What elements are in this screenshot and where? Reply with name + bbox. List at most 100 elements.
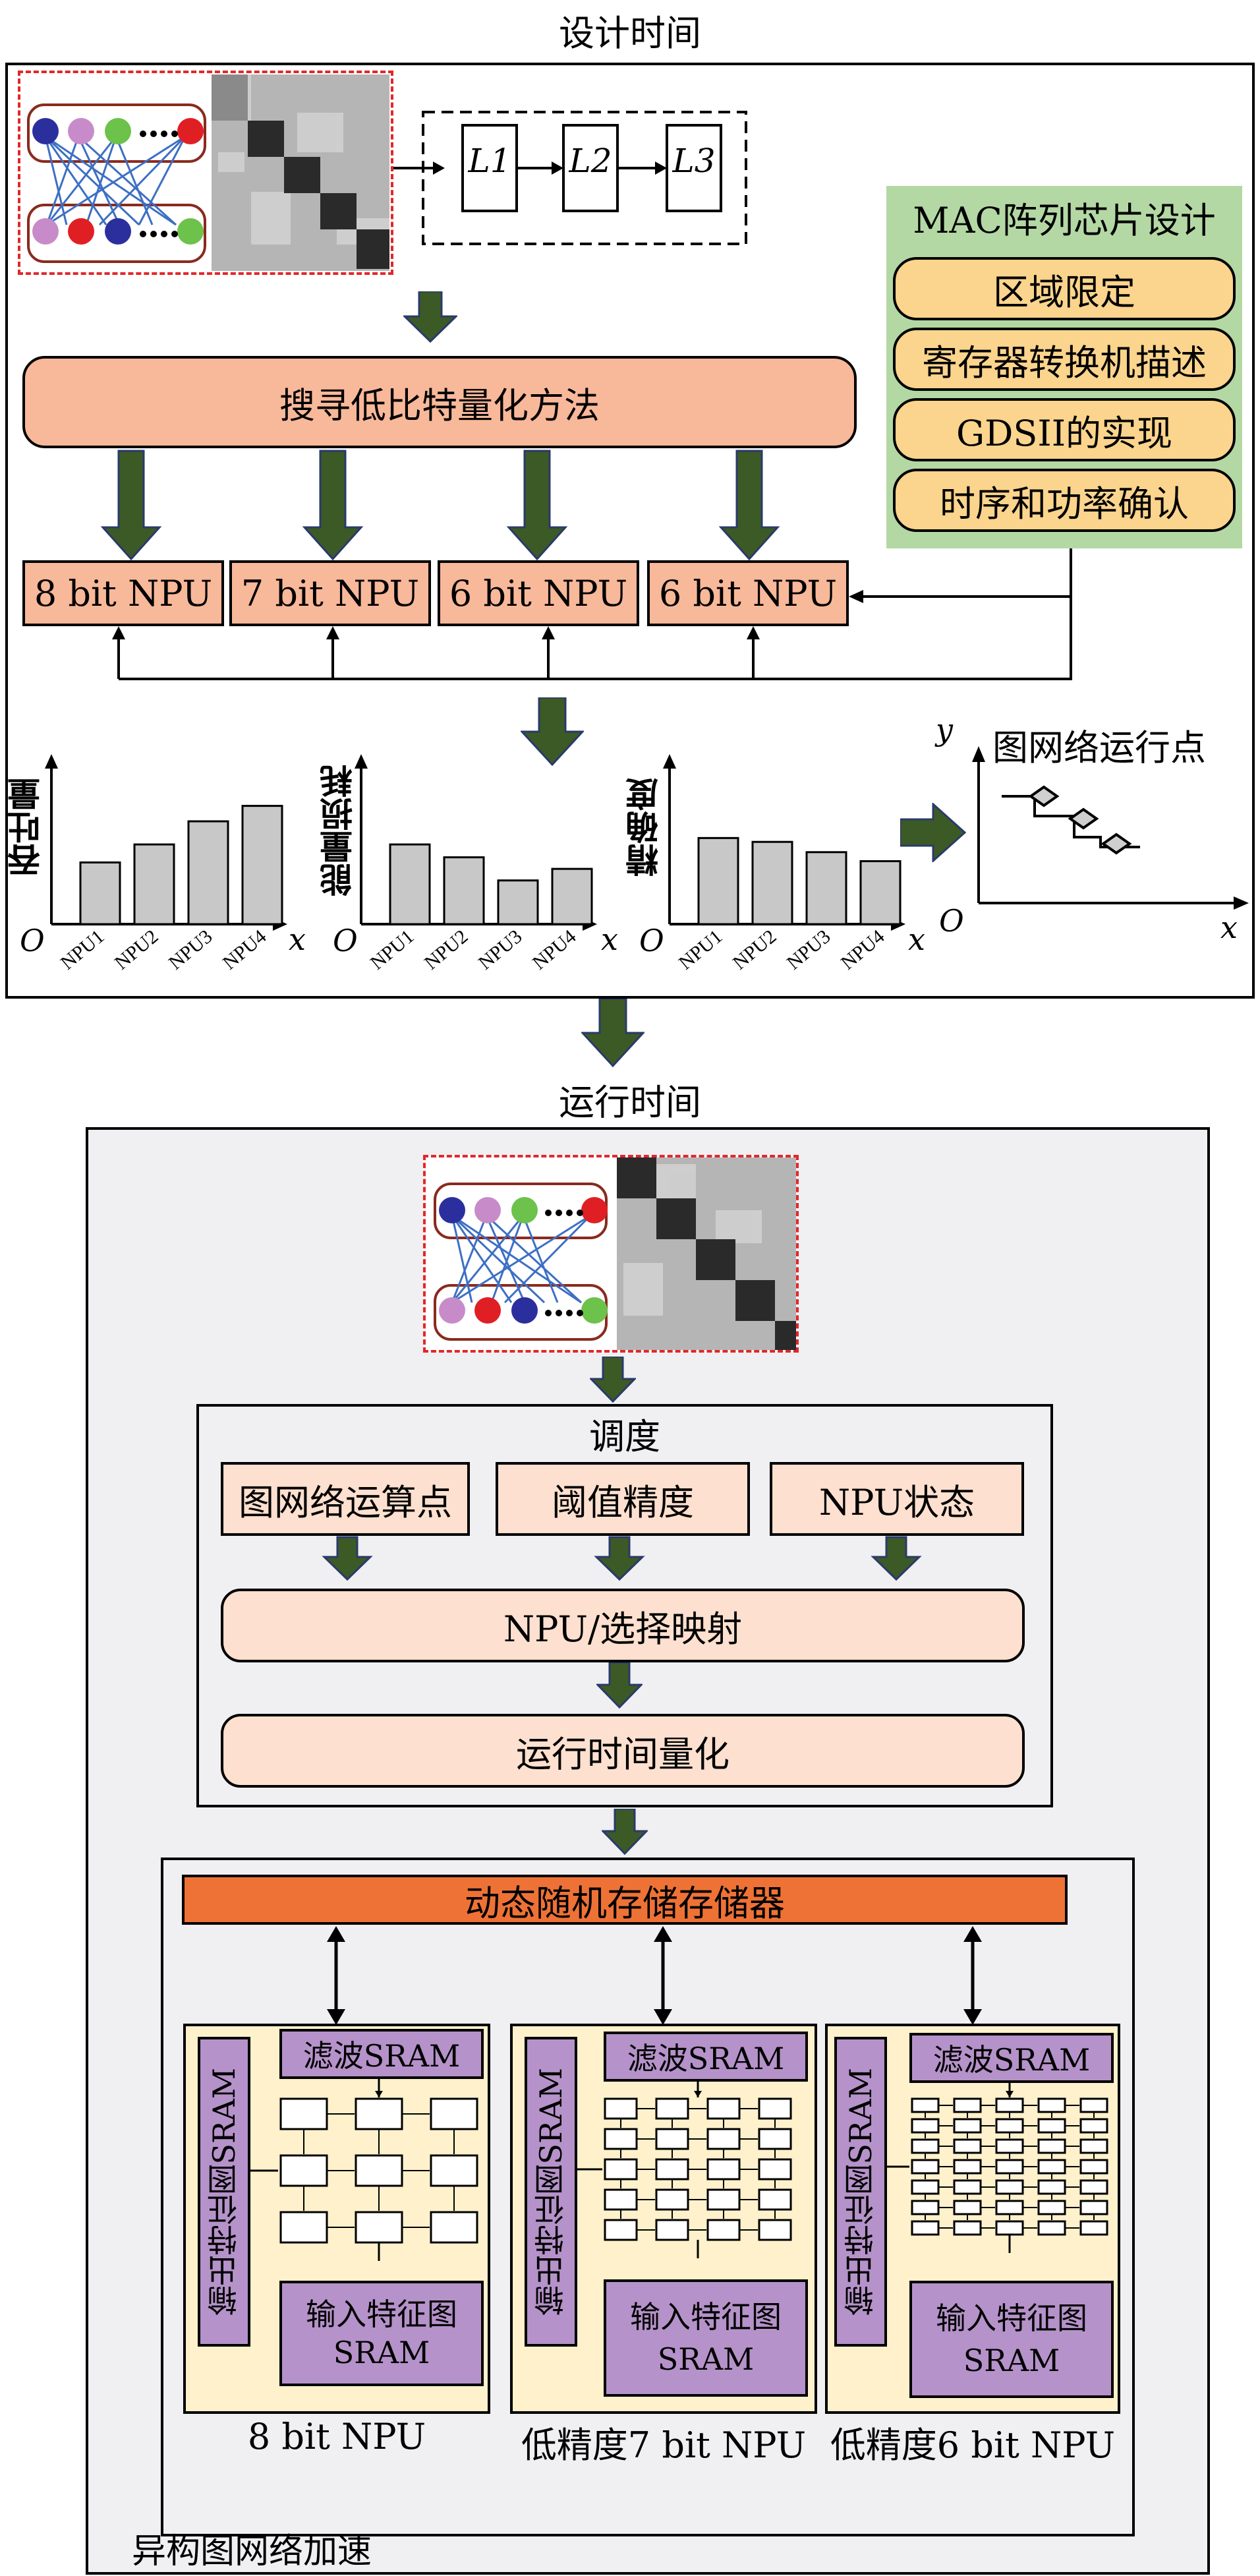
mac-cell (1079, 2097, 1108, 2113)
mac-cell (911, 2200, 940, 2215)
mac-cell (995, 2138, 1024, 2154)
mac-cell (706, 2219, 741, 2241)
mac-cell (953, 2159, 982, 2175)
mac-item-gdsii: GDSII的实现 (893, 398, 1236, 461)
design-time-title: 设计时间 (559, 13, 701, 54)
chart-y-arrow (45, 754, 58, 769)
mac-cell (953, 2097, 982, 2113)
mac-item-timing: 时序和功率确认 (893, 469, 1236, 532)
operating-point-chart (972, 746, 1249, 910)
mac-cell (911, 2159, 940, 2175)
mac-cell (953, 2200, 982, 2215)
mac-cell (758, 2128, 792, 2150)
runtime-quantization: 运行时间量化 (221, 1714, 1025, 1788)
npu-box-4: 6 bit NPU (647, 560, 849, 626)
mac-cell (655, 2188, 689, 2211)
dram-bar: 动态随机存储存储器 (182, 1875, 1068, 1925)
mac-cell (1079, 2220, 1108, 2236)
mac-cell (1037, 2220, 1066, 2236)
mac-cell (995, 2179, 1024, 2195)
operating-point-ylabel: y (936, 712, 953, 747)
chart-2-xlabel: x (601, 922, 618, 957)
output-feature-sram: 输出特征图SRAM (834, 2037, 887, 2347)
layer-chain (393, 111, 747, 245)
chart-tick-label: NPU1 (366, 925, 418, 974)
mac-cell (995, 2200, 1024, 2215)
mac-cell (911, 2138, 940, 2154)
chart-3-ylabel: 精确度 (625, 778, 664, 877)
down-arrow-icon (590, 1357, 636, 1403)
mac-cell (995, 2097, 1024, 2113)
mac-array-grid (577, 2082, 792, 2258)
mac-cell (706, 2188, 741, 2211)
feedback-lines (112, 548, 1072, 680)
mac-item-area: 区域限定 (893, 257, 1236, 320)
mac-cell (995, 2118, 1024, 2134)
input-npu-status: NPU状态 (770, 1462, 1024, 1536)
mac-cell (953, 2118, 982, 2134)
operating-point-title: 图网络运行点 (992, 727, 1206, 769)
hetero-frame (161, 1858, 1135, 2536)
dram-links (327, 1926, 982, 2025)
mac-cell (758, 2097, 792, 2120)
mac-cell (953, 2179, 982, 2195)
chart-1-ylabel: 吞吐量 (7, 778, 45, 877)
mac-cell (953, 2220, 982, 2236)
filter-sram: 滤波SRAM (909, 2033, 1114, 2083)
mac-cell (995, 2220, 1024, 2236)
chart-bar (79, 861, 121, 925)
mac-cell (604, 2219, 638, 2241)
chart-tick-label: NPU3 (783, 925, 835, 974)
chart-bar (389, 843, 431, 925)
mac-cell (604, 2188, 638, 2211)
chart-bar (187, 820, 229, 925)
down-arrow-icon (521, 697, 584, 766)
mac-cell (279, 2154, 328, 2187)
input-graph-op-point: 图网络运算点 (221, 1462, 470, 1536)
mac-cell (1037, 2097, 1066, 2113)
mac-cell (911, 2118, 940, 2134)
mac-cell (911, 2097, 940, 2113)
scheduler-arrows (322, 1536, 922, 1581)
chart-bar (497, 879, 539, 925)
mac-cell (430, 2211, 478, 2244)
filter-sram: 滤波SRAM (604, 2032, 808, 2082)
mac-cell (604, 2158, 638, 2181)
mac-cell (995, 2159, 1024, 2175)
down-arrow-icon (581, 999, 644, 1067)
operating-point-origin: O (939, 903, 964, 939)
chart-1-origin: O (20, 923, 45, 958)
mac-cell (430, 2097, 478, 2130)
mac-cell (1079, 2200, 1108, 2215)
runtime-graph-thumbnail (423, 1155, 799, 1353)
chart-bar (551, 867, 593, 925)
input-feature-sram: 输入特征图 SRAM (279, 2281, 484, 2386)
npu-select-mapping: NPU/选择映射 (221, 1589, 1025, 1662)
mac-cell (911, 2220, 940, 2236)
output-feature-sram: 输出特征图SRAM (198, 2037, 250, 2347)
scheduler-frame (196, 1404, 1053, 1807)
chart-tick-label: NPU3 (474, 925, 527, 974)
mac-cell (655, 2097, 689, 2120)
down-arrow-icon (596, 1662, 643, 1709)
mac-cell (604, 2128, 638, 2150)
mac-cell (706, 2128, 741, 2150)
input-feature-sram: 输入特征图 SRAM (604, 2279, 808, 2397)
grid-input-arrow (1006, 2091, 1014, 2097)
chart-2-origin: O (333, 923, 358, 958)
mac-cell (655, 2219, 689, 2241)
filter-sram: 滤波SRAM (279, 2029, 484, 2079)
mac-cell (1037, 2179, 1066, 2195)
layer-label-2: L2 (569, 142, 612, 180)
npu-caption-7bit: 低精度7 bit NPU (521, 2424, 807, 2466)
mac-cell (355, 2154, 403, 2187)
mac-array-grid (250, 2079, 478, 2261)
mac-design-title: MAC阵列芯片设计 (913, 200, 1216, 241)
chart-tick-label: NPU2 (111, 925, 163, 974)
layer-label-3: L3 (672, 142, 716, 180)
mac-cell (1037, 2118, 1066, 2134)
chart-y-arrow (355, 754, 368, 769)
chart-3-origin: O (639, 923, 664, 958)
scheduler-title: 调度 (589, 1416, 660, 1457)
